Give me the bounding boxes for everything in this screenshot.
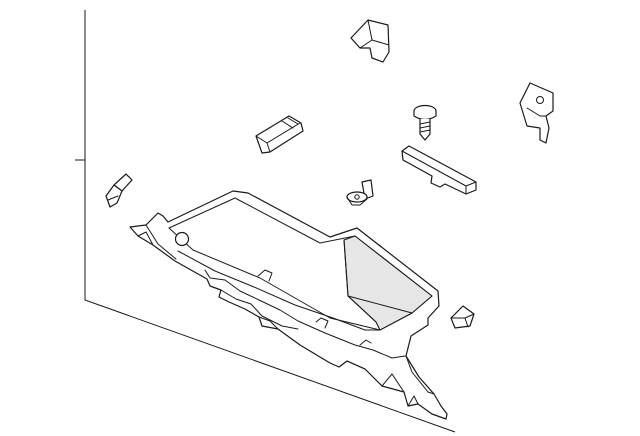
small-clip-icon[interactable] bbox=[450, 305, 475, 329]
damper-icon[interactable] bbox=[255, 115, 304, 154]
diagram-frame bbox=[75, 10, 456, 433]
screw-icon[interactable] bbox=[413, 104, 437, 141]
left-pin-icon[interactable] bbox=[105, 173, 133, 208]
upper-clip-icon[interactable] bbox=[350, 19, 390, 63]
strip-icon[interactable] bbox=[401, 145, 477, 195]
glove-box-icon[interactable] bbox=[129, 190, 448, 420]
bracket-icon[interactable] bbox=[519, 82, 554, 144]
center-pin-icon[interactable] bbox=[346, 179, 374, 206]
